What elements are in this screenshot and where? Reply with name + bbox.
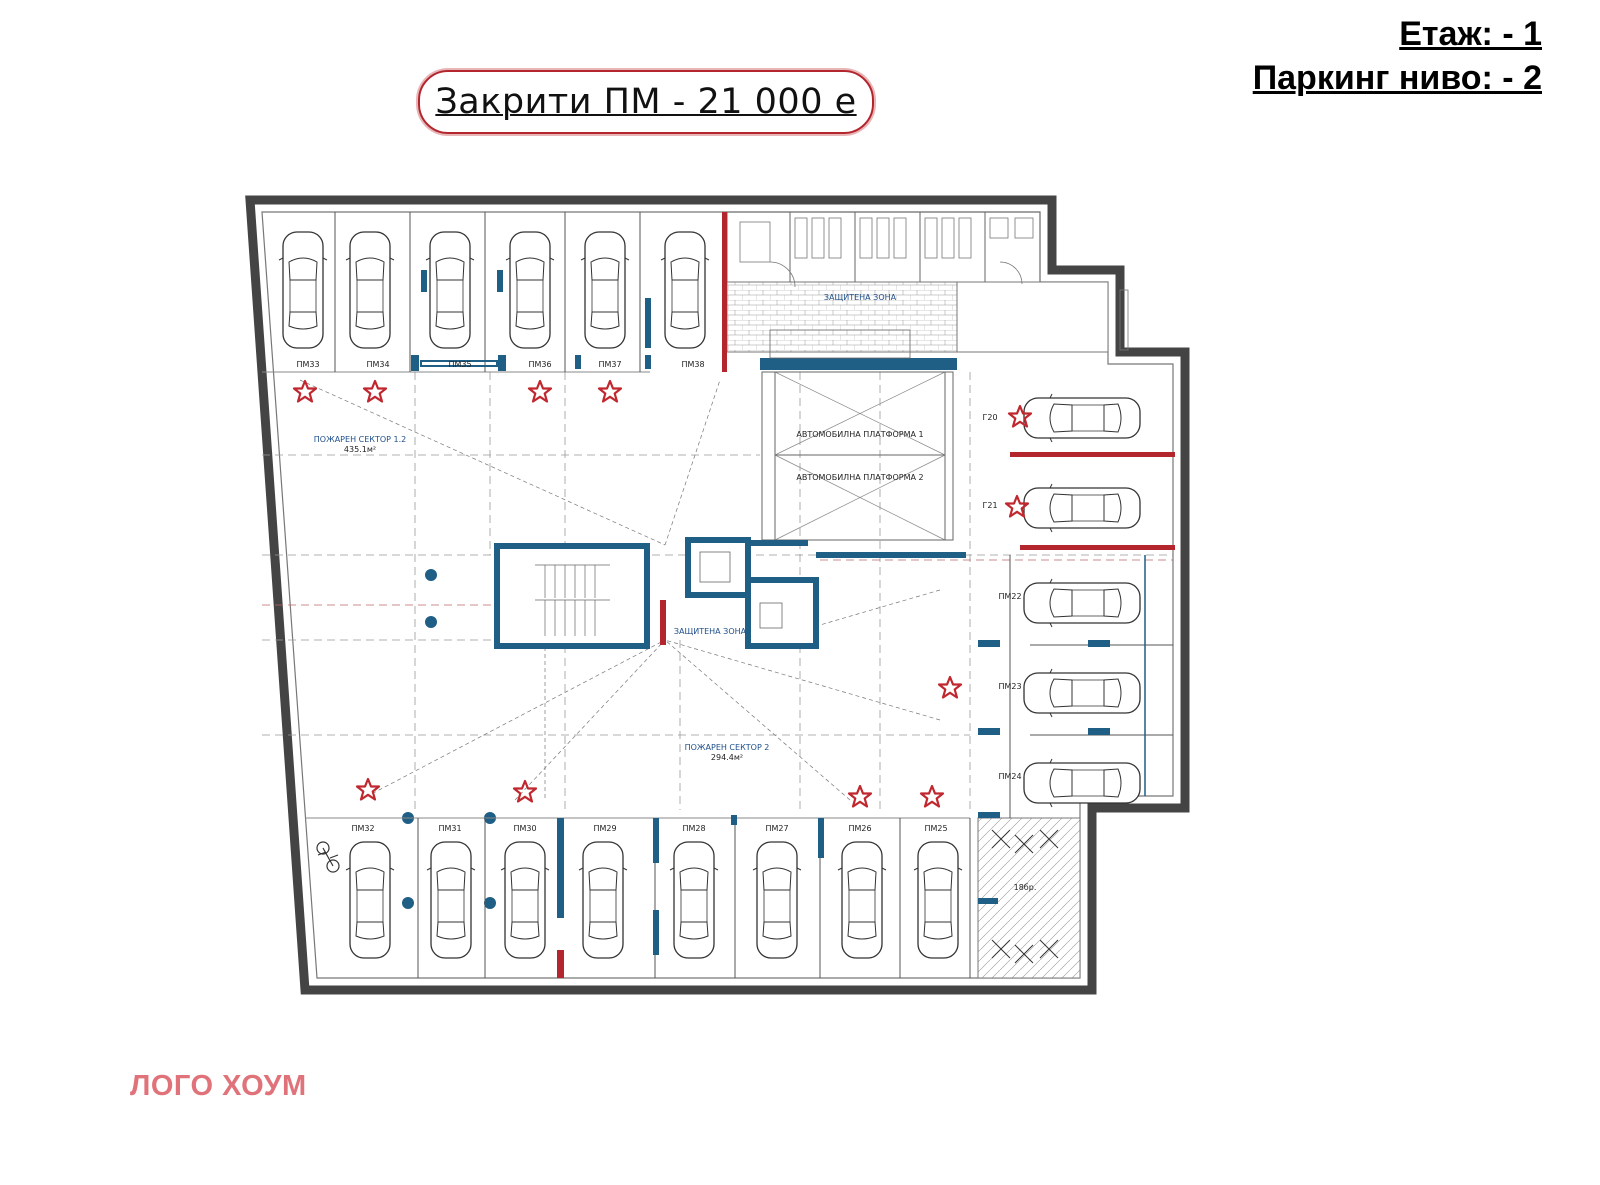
floor-info: Етаж: - 1 Паркинг ниво: - 2: [1253, 12, 1542, 100]
garage-label-g20: Г20: [982, 413, 997, 422]
spot-label-pm28: ПМ28: [682, 824, 705, 833]
spot-label-pm33: ПМ33: [296, 360, 319, 369]
spot-label-pm22: ПМ22: [998, 592, 1021, 601]
parking-level-label: Паркинг ниво: - 2: [1252, 59, 1542, 97]
spot-label-pm32: ПМ32: [351, 824, 374, 833]
service-block: ЗАЩИТЕНА ЗОНА: [722, 211, 1129, 372]
spot-label-pm29: ПМ29: [593, 824, 616, 833]
star-icon: [937, 675, 963, 699]
star-icon: [355, 777, 381, 801]
stair-core: ЗАЩИТЕНА ЗОНА: [494, 537, 966, 649]
evacuation-lines: [299, 379, 941, 801]
car-platforms: АВТОМОБИЛНА ПЛАТФОРМА 1 АВТОМОБИЛНА ПЛАТ…: [761, 371, 1175, 550]
right-row-columns: [978, 640, 1110, 735]
price-badge-text: Закрити ПМ - 21 000 е: [435, 82, 857, 122]
spot-label-pm24: ПМ24: [998, 772, 1021, 781]
top-row-dividers: [262, 212, 650, 373]
fire-sector-1-area: 435.1м²: [344, 445, 376, 454]
star-icon: [512, 779, 538, 803]
spot-label-pm27: ПМ27: [765, 824, 788, 833]
fire-sector-2-area: 294.4м²: [711, 753, 743, 762]
spot-label-pm23: ПМ23: [998, 682, 1021, 691]
spot-label-pm26: ПМ26: [848, 824, 871, 833]
bottom-row-dividers: [305, 817, 971, 978]
spot-label-pm37: ПМ37: [598, 360, 621, 369]
protected-zone-top-label: ЗАЩИТЕНА ЗОНА: [824, 293, 897, 302]
star-icon: [597, 379, 623, 403]
top-row-columns: [411, 270, 651, 371]
bike-count-label: 18бр.: [1014, 883, 1037, 892]
top-row-cars: [278, 231, 710, 349]
spot-label-pm38: ПМ38: [681, 360, 704, 369]
spot-labels: ПМ33 ПМ34 ПМ35 ПМ36 ПМ37 ПМ38 ПМ32 ПМ31 …: [296, 360, 1021, 833]
fire-sector-labels: ПОЖАРЕН СЕКТОР 1.2 435.1м² ПОЖАРЕН СЕКТО…: [314, 435, 770, 762]
garage-label-g21: Г21: [982, 501, 997, 510]
fire-sector-2-name: ПОЖАРЕН СЕКТОР 2: [685, 743, 770, 752]
floor-label: Етаж: - 1: [1399, 15, 1542, 53]
star-icon: [847, 784, 873, 808]
star-icon: [919, 784, 945, 808]
bike-room: 18бр.: [977, 812, 1081, 979]
bottom-row-columns: [557, 815, 824, 978]
spot-label-pm25: ПМ25: [924, 824, 947, 833]
protected-zone-center-label: ЗАЩИТЕНА ЗОНА: [674, 627, 747, 636]
motorbike-icon: [316, 841, 340, 873]
platform-1-label: АВТОМОБИЛНА ПЛАТФОРМА 1: [796, 430, 923, 439]
spot-label-pm34: ПМ34: [366, 360, 389, 369]
spot-label-pm36: ПМ36: [528, 360, 551, 369]
spot-label-pm31: ПМ31: [438, 824, 461, 833]
highlight-stars: [292, 379, 1033, 808]
logo-text: ЛОГО ХОУМ: [130, 1070, 307, 1102]
spot-label-pm30: ПМ30: [513, 824, 536, 833]
platform-2-label: АВТОМОБИЛНА ПЛАТФОРМА 2: [796, 473, 923, 482]
spot-label-pm35: ПМ35: [448, 360, 471, 369]
fire-sector-1-name: ПОЖАРЕН СЕКТОР 1.2: [314, 435, 406, 444]
star-icon: [292, 379, 318, 403]
star-icon: [362, 379, 388, 403]
price-badge: Закрити ПМ - 21 000 е: [418, 70, 874, 134]
star-icon: [527, 379, 553, 403]
